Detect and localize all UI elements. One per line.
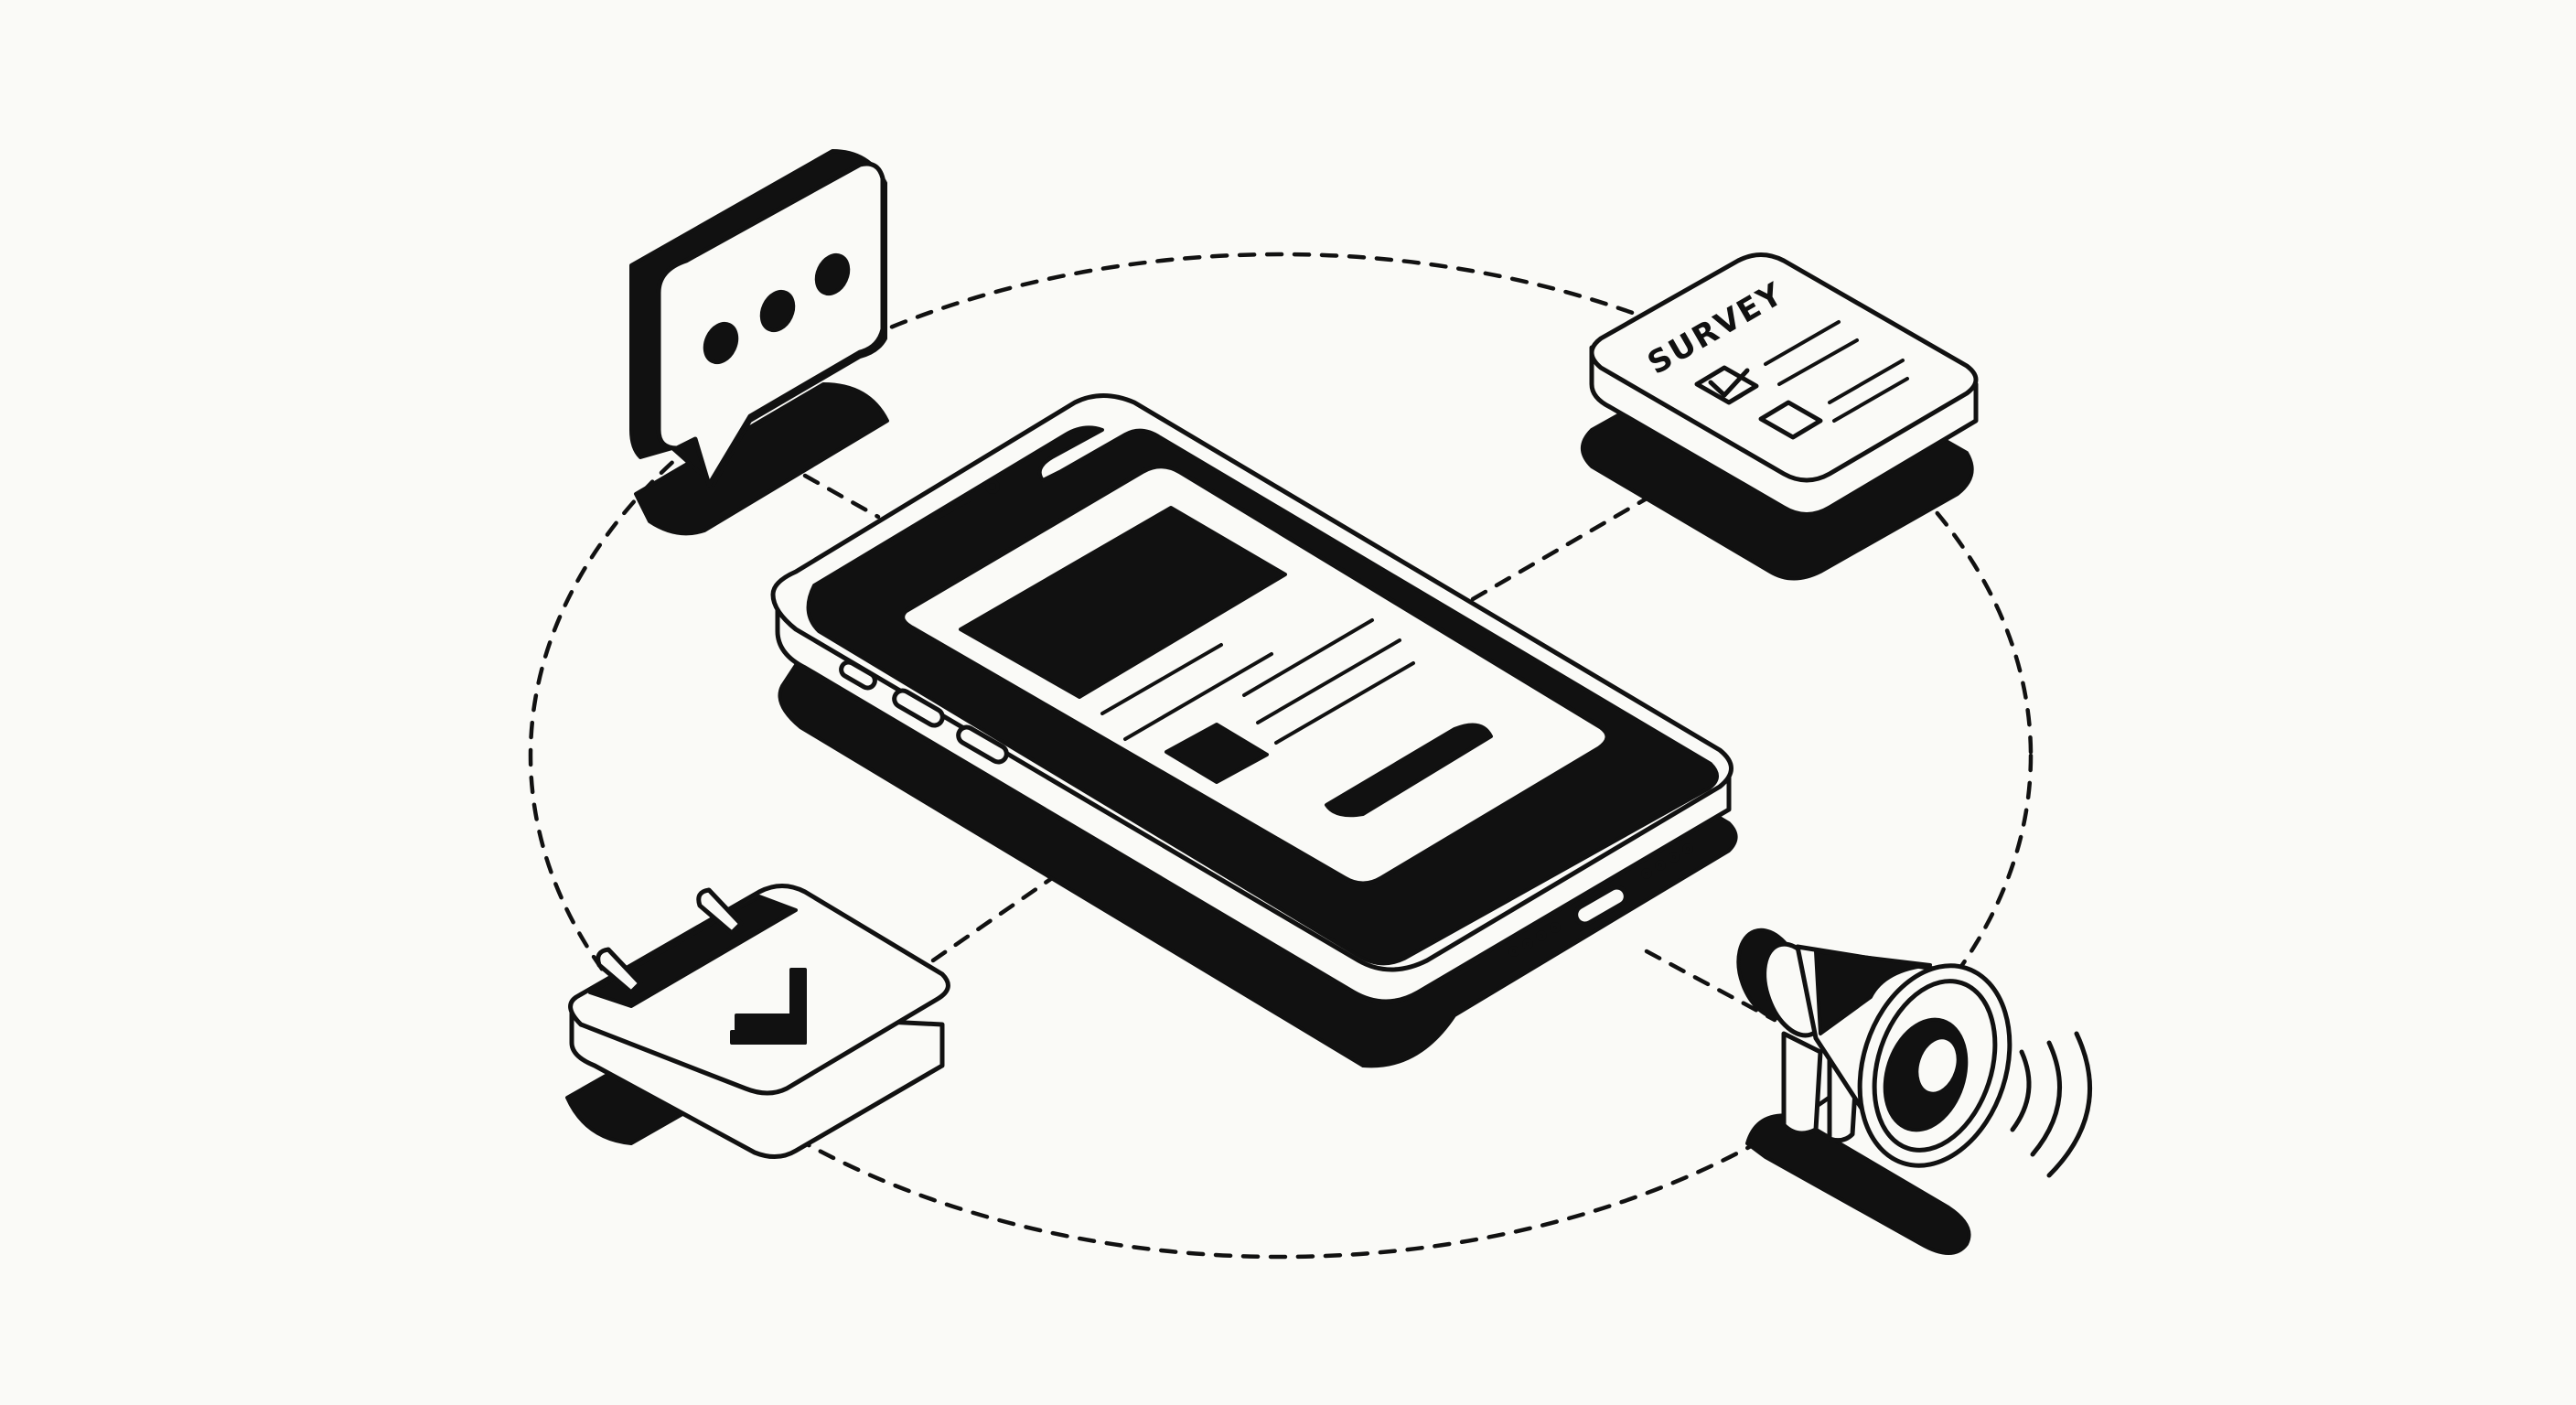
camera-dot — [985, 479, 1000, 494]
screen-primary-button — [1325, 723, 1493, 818]
bottom-port — [1508, 843, 1693, 957]
calendar-ring-right — [696, 887, 744, 936]
smartphone-icon — [770, 393, 1738, 1068]
megaphone-stand — [1781, 1031, 1823, 1136]
survey-checkmark — [1708, 368, 1750, 398]
chat-dot-2 — [759, 289, 796, 333]
sound-waves — [2010, 1031, 2093, 1178]
side-buttons — [839, 660, 1009, 765]
connector-lines — [802, 473, 1777, 1023]
screen-hero-image — [959, 506, 1287, 699]
survey-card-icon: SURVEY — [1581, 252, 1979, 581]
chat-shadow — [634, 382, 889, 536]
calendar-ring-left — [596, 947, 643, 995]
orbit-dashed-ellipse — [528, 252, 2034, 1260]
megaphone-icon — [1736, 928, 2093, 1255]
megaphone-shadow — [1745, 1113, 1971, 1255]
chat-bubble-icon — [629, 149, 889, 536]
survey-card-top — [1589, 252, 1979, 483]
calendar-top — [568, 884, 950, 1096]
survey-checkbox-empty — [1758, 400, 1823, 440]
chat-dot-3 — [814, 252, 851, 296]
survey-text-lines — [1764, 320, 1909, 423]
screen-text-lines — [1100, 618, 1415, 745]
calendar-check-icon — [565, 884, 950, 1159]
chat-dot-1 — [703, 321, 739, 365]
screen-small-button — [1165, 723, 1269, 784]
survey-checkbox-checked — [1694, 365, 1759, 405]
calendar-back-tab — [588, 895, 798, 1008]
